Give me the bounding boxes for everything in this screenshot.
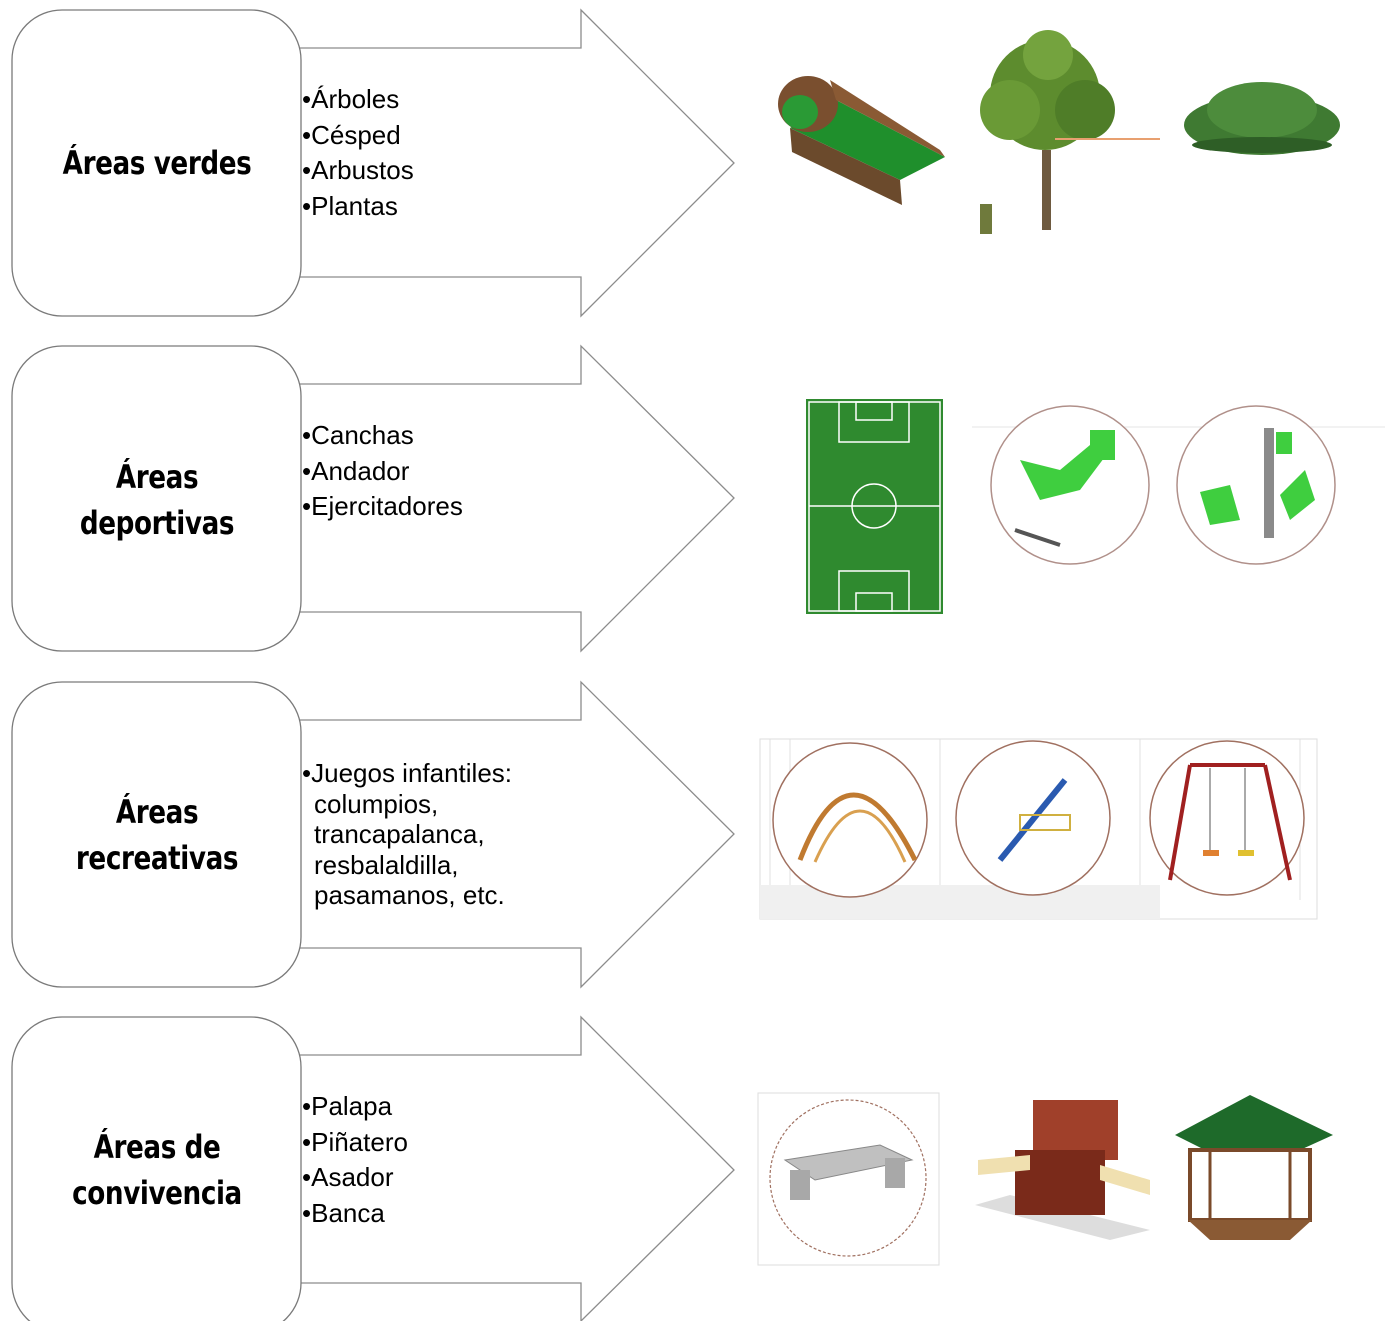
shrub-image xyxy=(1184,82,1340,155)
list-item: •Árboles xyxy=(302,84,400,114)
arrow-4 xyxy=(279,1015,735,1321)
list-item: •Arbustos xyxy=(302,155,414,185)
list-item: •Juegos infantiles: xyxy=(302,758,513,788)
arrow-1 xyxy=(279,8,735,318)
category-box-1 xyxy=(11,9,302,317)
category-title-1: Áreas verdes xyxy=(38,140,276,186)
category-box-2 xyxy=(11,345,302,652)
arrow-3 xyxy=(279,680,735,989)
item-list-3: •Juegos infantiles: columpios, trancapal… xyxy=(302,758,512,911)
soccer-field-image xyxy=(806,399,943,614)
gazebo-image xyxy=(1175,1095,1333,1240)
list-item-continued: pasamanos, etc. xyxy=(314,880,505,910)
list-item: •Ejercitadores xyxy=(302,491,463,521)
category-title-4: Áreas de convivencia xyxy=(38,1124,276,1216)
category-box-4 xyxy=(11,1016,302,1321)
arrow-2 xyxy=(279,344,735,653)
list-item: •Palapa xyxy=(302,1091,393,1121)
item-list-2: •Canchas •Andador •Ejercitadores xyxy=(302,418,463,525)
rolled-sod-image xyxy=(778,76,945,205)
bench-image xyxy=(757,1092,940,1266)
list-item: •Banca xyxy=(302,1197,385,1228)
title-line: deportivas xyxy=(79,504,235,542)
list-item: •Piñatero xyxy=(302,1126,408,1157)
monkey-bars-image xyxy=(772,742,928,898)
swing-set-image xyxy=(1149,740,1305,896)
list-item-continued: columpios, xyxy=(314,788,439,819)
title-line: Áreas verdes xyxy=(62,144,252,182)
title-line: Áreas de xyxy=(93,1128,221,1166)
list-item: •Plantas xyxy=(302,190,398,221)
seesaw-image xyxy=(955,740,1111,896)
title-line: Áreas xyxy=(115,793,199,831)
tree-image xyxy=(980,30,1160,234)
title-line: convivencia xyxy=(72,1174,242,1212)
title-line: Áreas xyxy=(115,458,199,496)
grill-image xyxy=(975,1100,1150,1240)
exercise-machine-image xyxy=(972,405,1385,565)
list-item: •Césped xyxy=(302,119,401,150)
list-item: •Asador xyxy=(302,1162,394,1192)
item-list-1: •Árboles •Césped •Arbustos •Plantas xyxy=(302,82,414,224)
list-item: •Canchas xyxy=(302,420,414,450)
item-list-4: •Palapa •Piñatero •Asador •Banca xyxy=(302,1089,408,1231)
list-item-continued: resbalaldilla, xyxy=(314,849,459,880)
category-title-2: Áreas deportivas xyxy=(38,454,276,546)
title-line: recreativas xyxy=(75,839,239,877)
list-item: •Andador xyxy=(302,455,410,486)
category-title-3: Áreas recreativas xyxy=(38,789,276,881)
list-item-continued: trancapalanca, xyxy=(314,819,485,849)
category-box-3 xyxy=(11,681,302,988)
